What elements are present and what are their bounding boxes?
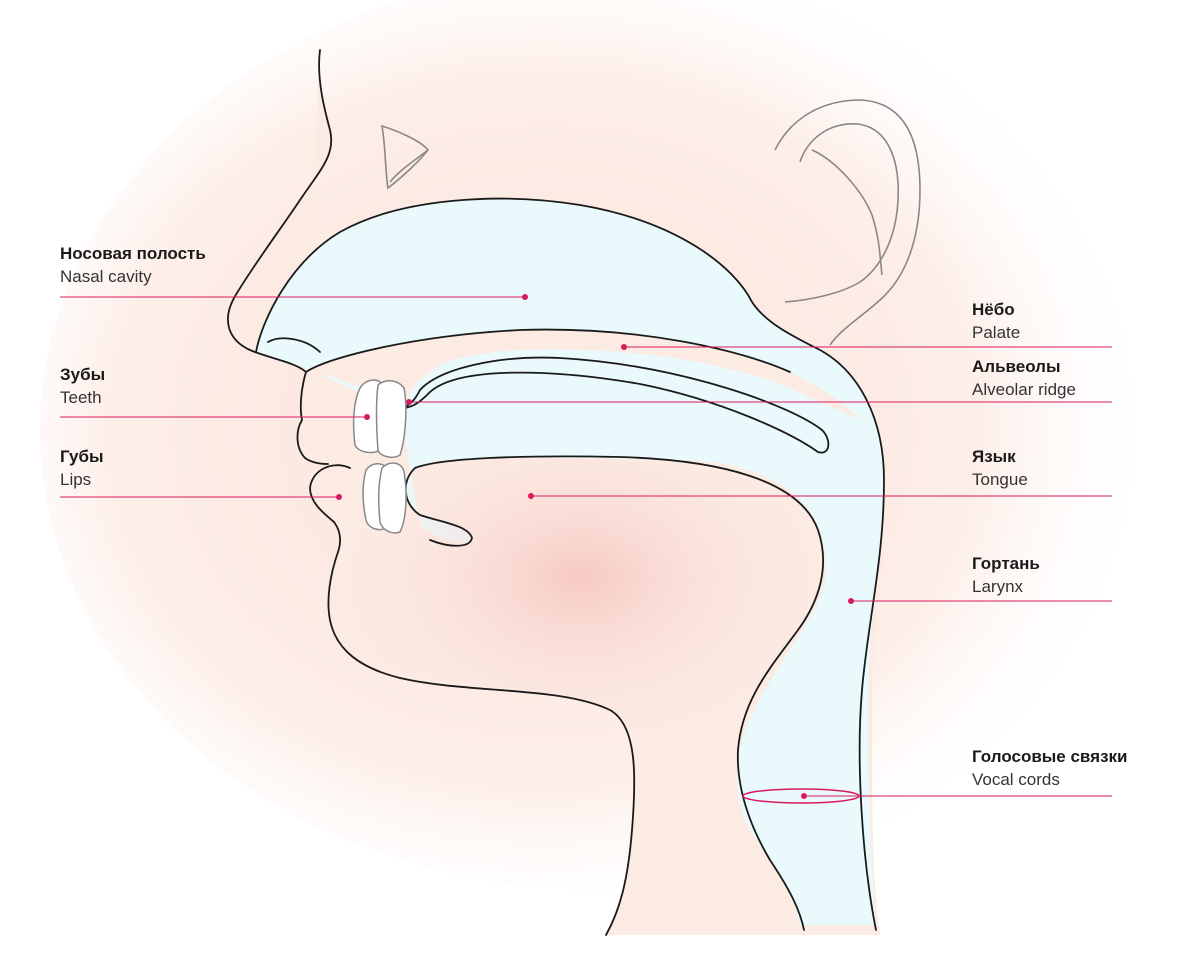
dot-vocal-cords	[801, 793, 807, 799]
label-tongue-ru: Язык	[972, 447, 1028, 467]
dot-teeth	[364, 414, 370, 420]
label-palate-en: Palate	[972, 323, 1020, 343]
label-lips-ru: Губы	[60, 447, 103, 467]
label-palate: Нёбо Palate	[972, 300, 1020, 344]
label-vocal-cords-ru: Голосовые связки	[972, 747, 1127, 767]
label-tongue-en: Tongue	[972, 470, 1028, 490]
label-vocal-cords: Голосовые связки Vocal cords	[972, 747, 1127, 791]
dot-tongue	[528, 493, 534, 499]
label-alveolar-ru: Альвеолы	[972, 357, 1076, 377]
label-tongue: Язык Tongue	[972, 447, 1028, 491]
label-lips-en: Lips	[60, 470, 103, 490]
label-alveolar-en: Alveolar ridge	[972, 380, 1076, 400]
upper-back-tooth	[377, 381, 406, 458]
label-larynx: Гортань Larynx	[972, 554, 1040, 598]
dot-nasal-cavity	[522, 294, 528, 300]
lower-back-tooth	[379, 463, 406, 533]
label-teeth-en: Teeth	[60, 388, 105, 408]
label-nasal-cavity-en: Nasal cavity	[60, 267, 206, 287]
label-alveolar: Альвеолы Alveolar ridge	[972, 357, 1076, 401]
label-larynx-ru: Гортань	[972, 554, 1040, 574]
label-teeth-ru: Зубы	[60, 365, 105, 385]
dot-lips	[336, 494, 342, 500]
label-nasal-cavity: Носовая полость Nasal cavity	[60, 244, 206, 288]
label-vocal-cords-en: Vocal cords	[972, 770, 1127, 790]
label-lips: Губы Lips	[60, 447, 103, 491]
label-palate-ru: Нёбо	[972, 300, 1020, 320]
label-larynx-en: Larynx	[972, 577, 1040, 597]
dot-palate	[621, 344, 627, 350]
label-teeth: Зубы Teeth	[60, 365, 105, 409]
dot-larynx	[848, 598, 854, 604]
dot-alveolar	[406, 399, 412, 405]
label-nasal-cavity-ru: Носовая полость	[60, 244, 206, 264]
